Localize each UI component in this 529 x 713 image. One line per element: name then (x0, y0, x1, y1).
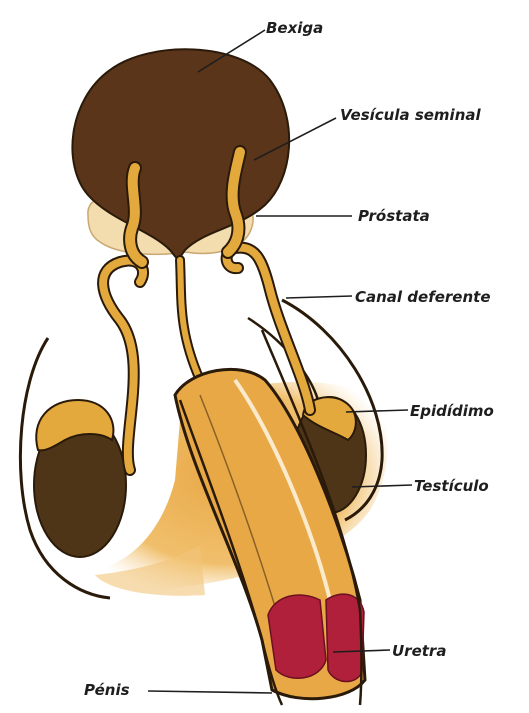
glans (268, 594, 364, 681)
label-canal-deferente: Canal deferente (355, 288, 491, 306)
label-bexiga: Bexiga (266, 19, 323, 37)
label-epididimo: Epidídimo (410, 402, 494, 420)
label-penis: Pénis (84, 681, 130, 699)
testis-left (34, 400, 126, 557)
label-testiculo: Testículo (414, 477, 489, 495)
label-uretra: Uretra (392, 642, 446, 660)
label-prostata: Próstata (358, 207, 430, 225)
label-vesicula-seminal: Vesícula seminal (340, 106, 481, 124)
